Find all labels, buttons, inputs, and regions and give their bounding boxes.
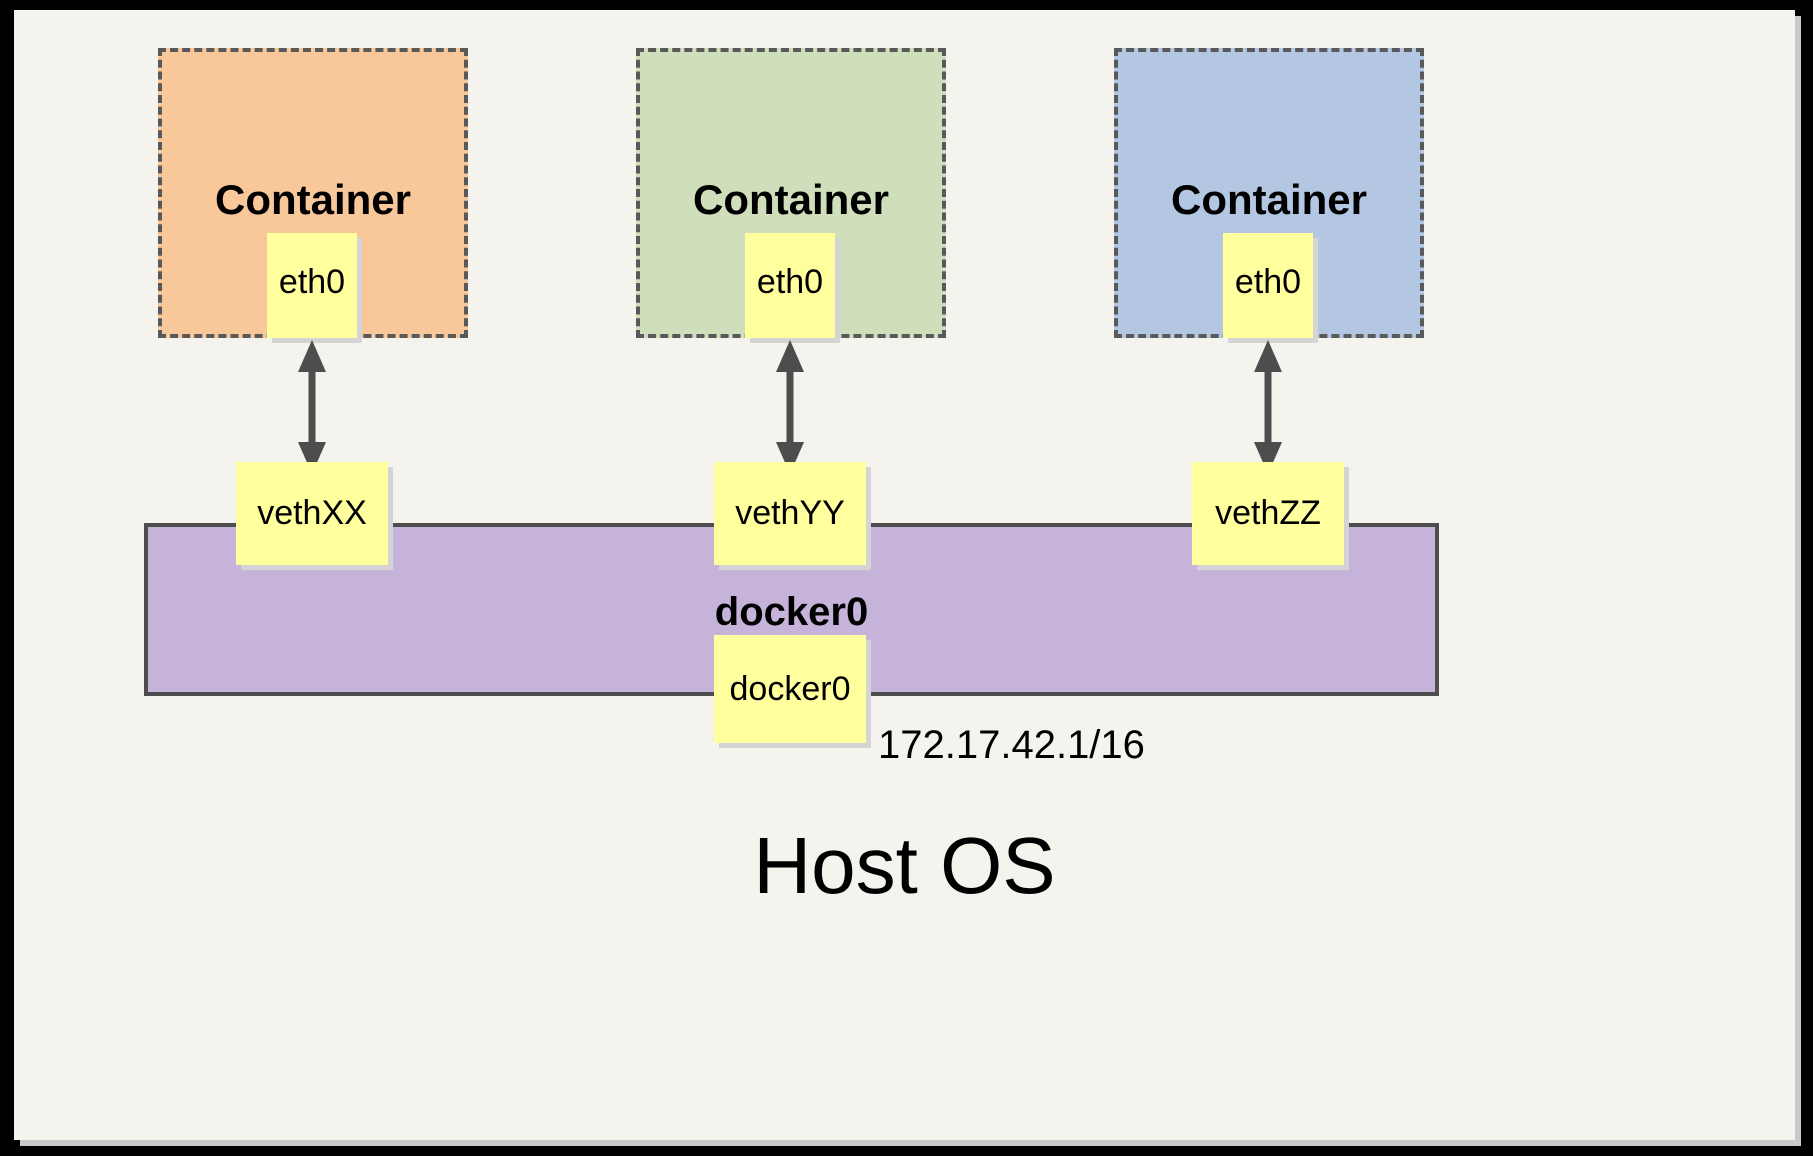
veth-link-arrow-2	[776, 340, 804, 474]
veth-link-arrow-1	[298, 340, 326, 474]
container-eth0-note-3: eth0	[1223, 233, 1313, 338]
veth-note-1: vethXX	[236, 462, 388, 565]
veth-label-2: vethYY	[735, 494, 845, 532]
veth-label-3: vethZZ	[1215, 494, 1321, 532]
veth-link-arrow-3	[1254, 340, 1282, 474]
eth0-label-1: eth0	[278, 263, 346, 301]
container-eth0-note-1: eth0	[267, 233, 357, 338]
eth0-label-3: eth0	[1234, 263, 1302, 301]
veth-note-3: vethZZ	[1192, 462, 1344, 565]
host-os-page: Container eth0 Container eth0 Container …	[14, 10, 1795, 1140]
host-os-label: Host OS	[753, 821, 1056, 910]
container-title-1: Container	[214, 176, 411, 223]
container-title-2: Container	[692, 176, 889, 223]
docker0-ip-address: 172.17.42.1/16	[878, 723, 1145, 767]
container-eth0-note-2: eth0	[745, 233, 835, 338]
container-title-3: Container	[1170, 176, 1367, 223]
docker0-interface-label: docker0	[729, 669, 851, 708]
veth-label-1: vethXX	[257, 494, 367, 532]
eth0-label-2: eth0	[756, 263, 824, 301]
veth-note-2: vethYY	[714, 462, 866, 565]
docker0-interface-note: docker0	[714, 635, 866, 743]
docker0-bridge-label: docker0	[714, 590, 869, 634]
